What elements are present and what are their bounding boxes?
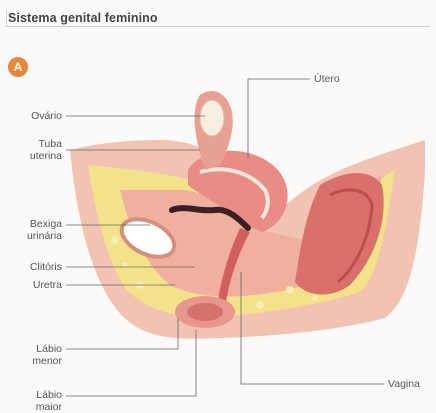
label-bexiga-urinaria: Bexiga urinária: [14, 218, 62, 242]
label-clitoris: Clitóris: [14, 261, 62, 273]
label-utero: Útero: [314, 73, 340, 85]
label-labio-menor: Lábio menor: [14, 343, 62, 367]
label-labio-menor-line1: Lábio: [14, 343, 62, 355]
label-labio-menor-line2: menor: [14, 355, 62, 367]
label-tuba-uterina: Tuba uterina: [14, 138, 62, 162]
label-ovario: Ovário: [14, 110, 62, 122]
label-vagina: Vagina: [388, 378, 420, 390]
label-labio-maior-line1: Lábio: [14, 389, 62, 401]
label-uretra: Uretra: [14, 279, 62, 291]
label-tuba-line2: uterina: [14, 150, 62, 162]
label-tuba-line1: Tuba: [14, 138, 62, 150]
label-bexiga-line1: Bexiga: [14, 218, 62, 230]
ovary: [200, 100, 224, 136]
label-bexiga-line2: urinária: [14, 230, 62, 242]
label-labio-maior-line2: maior: [14, 401, 62, 413]
label-labio-maior: Lábio maior: [14, 389, 62, 413]
